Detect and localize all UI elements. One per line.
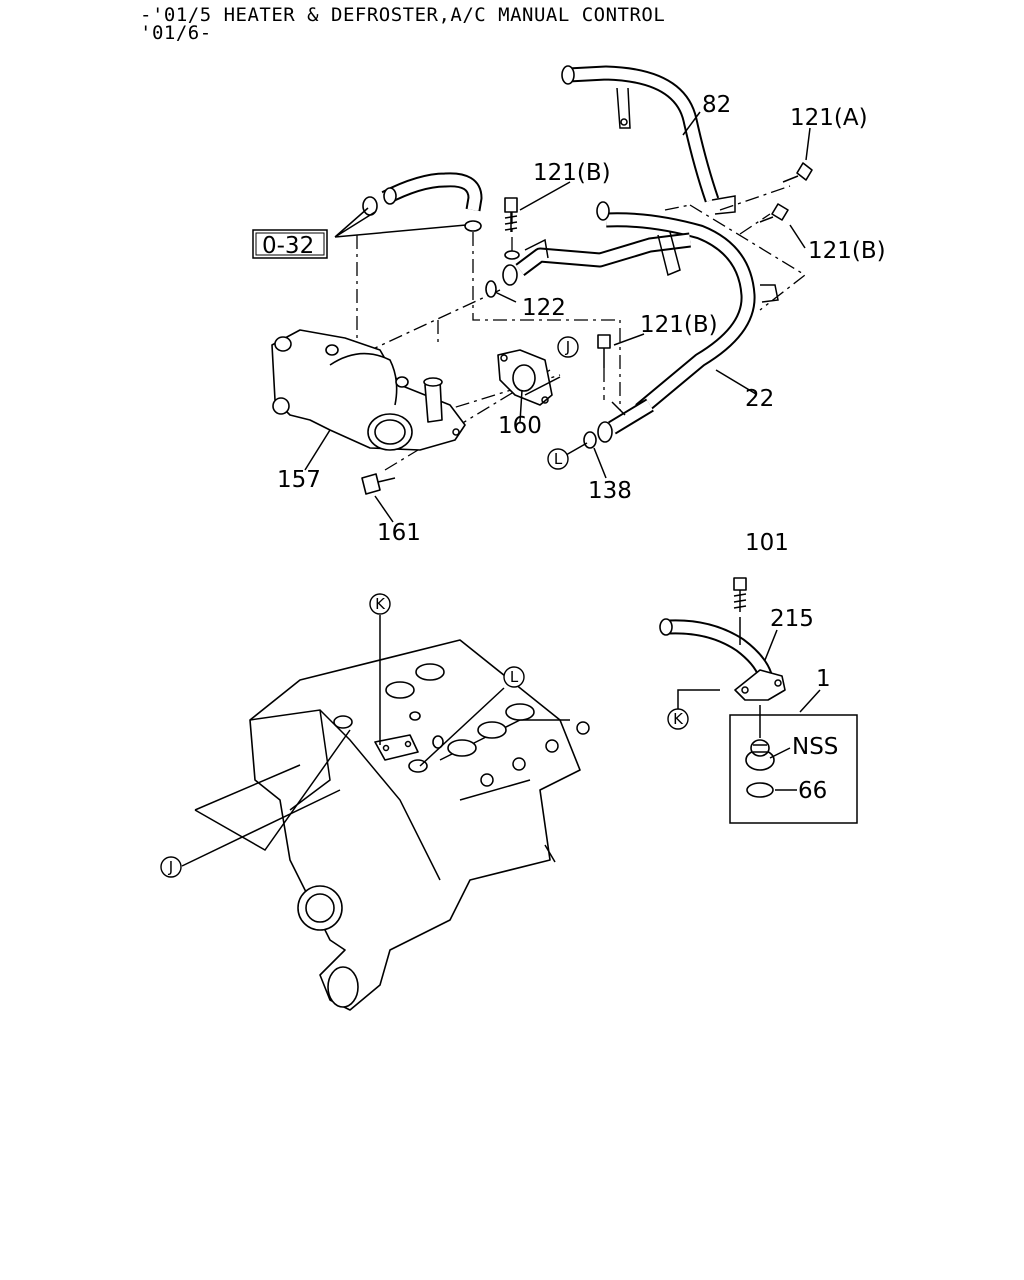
marker-l-engine: L	[503, 666, 525, 688]
part-160-gasket[interactable]	[497, 349, 553, 406]
bolt-121b-mid[interactable]	[597, 334, 611, 368]
callout-101: 101	[745, 530, 789, 556]
bolt-101[interactable]	[733, 577, 747, 612]
thermostat-nss[interactable]	[745, 739, 775, 771]
svg-text:L: L	[510, 668, 519, 686]
callout-121b-mid: 121(B)	[640, 312, 718, 338]
marker-j-engine: J	[160, 856, 182, 878]
marker-k-right: K	[667, 708, 689, 730]
part-1-box	[729, 714, 858, 824]
callout-121b-top: 121(B)	[533, 160, 611, 186]
washer-top[interactable]	[504, 250, 520, 260]
svg-text:K: K	[673, 710, 684, 728]
svg-text:K: K	[375, 595, 386, 613]
callout-22: 22	[745, 386, 774, 412]
callout-215: 215	[770, 606, 814, 632]
svg-text:J: J	[168, 858, 173, 876]
callout-161: 161	[377, 520, 421, 546]
hose-upper[interactable]	[362, 172, 483, 232]
callout-66: 66	[798, 778, 827, 804]
diagram-title-line2: '01/6-	[140, 22, 212, 44]
pipe-22[interactable]	[502, 231, 779, 443]
pipe-215[interactable]	[659, 618, 786, 701]
callout-138: 138	[588, 478, 632, 504]
svg-text:J: J	[565, 338, 570, 356]
bolt-121a[interactable]	[782, 162, 813, 183]
svg-text:L: L	[554, 450, 563, 468]
part-157-housing[interactable]	[271, 329, 466, 451]
marker-l-upper: L	[547, 448, 569, 470]
marker-j-upper: J	[557, 336, 579, 358]
bolt-121b-right[interactable]	[759, 203, 789, 223]
washer-138[interactable]	[583, 431, 597, 449]
callout-nss: NSS	[792, 734, 838, 760]
callout-82: 82	[702, 92, 731, 118]
washer-122[interactable]	[485, 280, 497, 298]
callout-121a: 121(A)	[790, 105, 868, 131]
engine-block	[249, 639, 590, 1011]
marker-k-engine: K	[369, 593, 391, 615]
ref-box-0-32[interactable]: 0-32	[252, 229, 328, 259]
bolt-161[interactable]	[361, 473, 396, 495]
pipe-82[interactable]	[561, 65, 756, 416]
diagram-title-line1: -'01/5 HEATER & DEFROSTER,A/C MANUAL CON…	[140, 4, 666, 26]
ref-box-label: 0-32	[262, 233, 314, 259]
callout-157: 157	[277, 467, 321, 493]
callout-121b-right: 121(B)	[808, 238, 886, 264]
bolt-121b-top[interactable]	[504, 197, 518, 232]
callout-160: 160	[498, 413, 542, 439]
callout-122: 122	[522, 295, 566, 321]
callout-1: 1	[816, 666, 831, 692]
seal-66[interactable]	[746, 782, 774, 798]
